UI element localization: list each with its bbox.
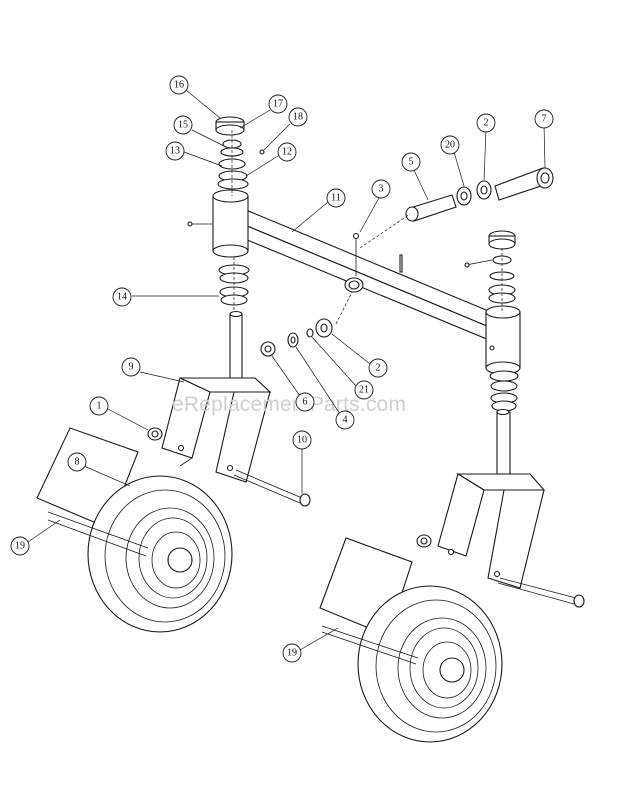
callout-13: 13	[165, 141, 185, 161]
pivot-shaft-assembly	[359, 167, 554, 249]
leader-lines	[27, 89, 546, 651]
svg-text:3: 3	[379, 184, 384, 195]
svg-text:2: 2	[376, 363, 381, 374]
callout-19-left: 19	[10, 536, 30, 556]
right-lower-bearings	[489, 370, 519, 412]
svg-text:4: 4	[343, 415, 348, 426]
bolt-10	[233, 469, 311, 507]
svg-text:7: 7	[542, 114, 547, 125]
callout-21: 21	[354, 380, 374, 400]
svg-text:15: 15	[178, 120, 188, 131]
callout-6: 6	[295, 392, 315, 412]
right-top-stack	[464, 230, 516, 312]
callout-12: 12	[277, 142, 297, 162]
svg-text:10: 10	[297, 435, 307, 446]
callout-18: 18	[288, 107, 308, 127]
right-spindle-tube	[485, 305, 521, 375]
callout-3: 3	[371, 179, 391, 199]
callout-2-upper: 2	[476, 113, 496, 133]
svg-text:16: 16	[174, 80, 184, 91]
right-caster-fork	[416, 408, 585, 608]
svg-text:17: 17	[273, 99, 283, 110]
callout-11: 11	[326, 188, 346, 208]
callout-15: 15	[173, 115, 193, 135]
callout-14: 14	[112, 287, 132, 307]
svg-text:6: 6	[303, 397, 308, 408]
right-wheel	[319, 537, 503, 743]
svg-text:1: 1	[97, 401, 102, 412]
left-lower-bearings	[218, 257, 250, 318]
svg-text:5: 5	[409, 157, 414, 168]
svg-text:18: 18	[293, 112, 303, 123]
bolt-3	[352, 232, 360, 276]
callout-10: 10	[292, 430, 312, 450]
left-top-stack	[215, 116, 265, 196]
callout-16: 16	[169, 75, 189, 95]
callout-19-right: 19	[282, 643, 302, 663]
callout-1: 1	[89, 396, 109, 416]
callout-17: 17	[268, 94, 288, 114]
left-caster-fork	[147, 310, 272, 483]
callout-4: 4	[335, 410, 355, 430]
left-spindle-tube	[187, 189, 249, 258]
svg-text:19: 19	[287, 648, 297, 659]
svg-text:21: 21	[359, 385, 369, 396]
svg-text:11: 11	[331, 193, 341, 204]
svg-text:19: 19	[15, 541, 25, 552]
left-wheel	[36, 427, 233, 633]
callout-5: 5	[401, 152, 421, 172]
svg-text:13: 13	[170, 146, 180, 157]
callout-20: 20	[440, 135, 460, 155]
callout-2-lower: 2	[368, 358, 388, 378]
svg-text:9: 9	[129, 362, 134, 373]
svg-text:20: 20	[445, 140, 455, 151]
callout-7: 7	[534, 109, 554, 129]
svg-text:12: 12	[282, 147, 292, 158]
callout-9: 9	[121, 357, 141, 377]
svg-text:8: 8	[75, 457, 80, 468]
svg-text:2: 2	[484, 118, 489, 129]
svg-text:14: 14	[117, 292, 127, 303]
watermark: eReplacementParts.com	[172, 393, 406, 416]
callout-8: 8	[67, 452, 87, 472]
axle-beam	[226, 209, 512, 343]
pivot-washers	[260, 291, 353, 357]
